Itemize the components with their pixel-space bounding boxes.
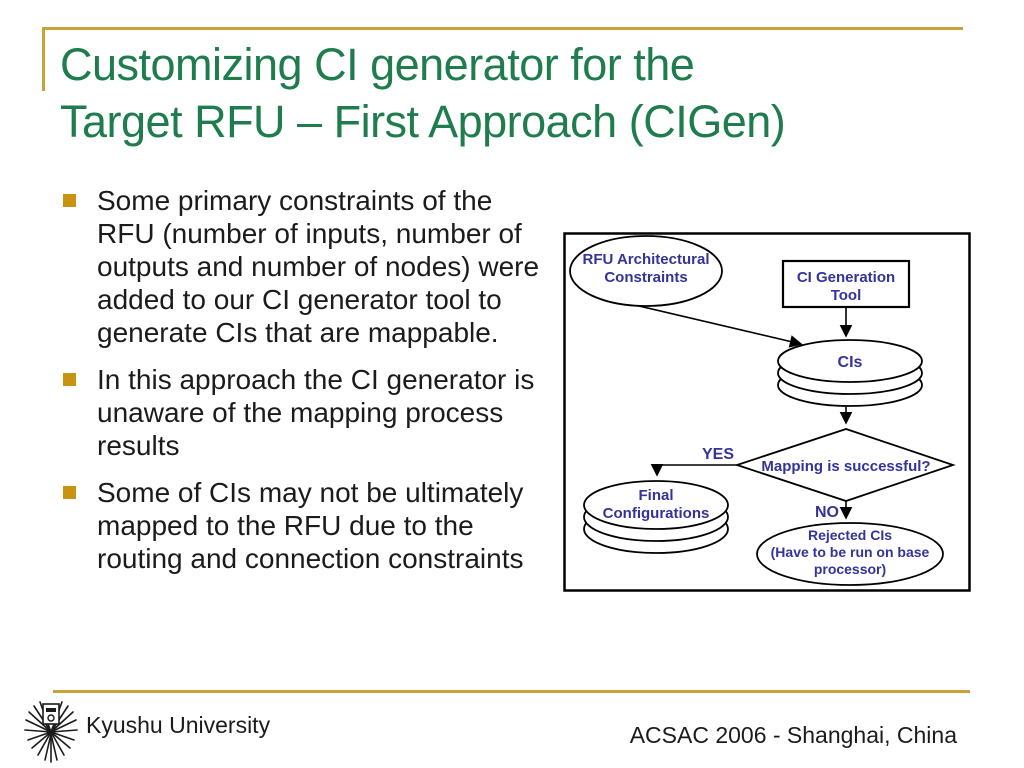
footer-organization-label: Kyushu University <box>86 712 271 738</box>
rfu-constraints-label: Constraints <box>604 269 687 286</box>
cis-label: CIs <box>838 354 863 371</box>
left-gold-rule <box>42 27 45 91</box>
final-configurations-datastore: Final Configurations <box>583 480 729 554</box>
list-item: Some of CIs may not be ultimately mapped… <box>60 476 565 575</box>
rejected-cis-label: (Have to be run on base <box>771 544 930 560</box>
arrow-yes-to-final <box>650 463 737 477</box>
bullet-text: Some primary constraints of the RFU (num… <box>97 185 540 348</box>
final-configurations-label: Final <box>638 487 673 504</box>
rejected-cis-label: processor) <box>814 561 886 577</box>
ci-generation-tool-box <box>781 259 911 309</box>
yes-edge-label: YES <box>702 446 734 463</box>
rejected-cis-ellipse <box>756 522 944 586</box>
arrow-constraints-to-cis <box>634 304 803 348</box>
ci-generation-tool-label: Tool <box>831 287 862 304</box>
diagram-frame <box>563 232 971 592</box>
bullet-list: Some primary constraints of the RFU (num… <box>60 184 565 589</box>
page-title: Customizing CI generator for the Target … <box>60 36 1000 150</box>
page-title-line-2: Target RFU – First Approach (CIGen) <box>60 96 786 147</box>
bullet-marker-icon <box>63 373 76 386</box>
no-edge-label: NO <box>815 504 839 521</box>
cis-datastore: CIs <box>777 339 923 407</box>
footer-gold-rule <box>53 690 970 693</box>
bullet-text: Some of CIs may not be ultimately mapped… <box>97 477 524 574</box>
ci-generation-tool-label: CI Generation <box>797 269 895 286</box>
rfu-constraints-label: RFU Architectural <box>583 251 710 268</box>
cigen-flow-diagram: RFU Architectural Constraints CI Generat… <box>563 232 971 593</box>
bullet-text: In this approach the CI generator is una… <box>97 364 535 461</box>
rejected-cis-label: Rejected CIs <box>808 527 892 543</box>
rfu-constraints-ellipse <box>569 235 723 307</box>
footer-conference-label: ACSAC 2006 - Shanghai, China <box>629 722 957 748</box>
top-gold-rule <box>43 27 963 30</box>
kyushu-university-logo <box>22 698 80 764</box>
mapping-decision-label: Mapping is successful? <box>761 458 930 475</box>
page-title-line-1: Customizing CI generator for the <box>60 39 695 90</box>
mapping-decision-diamond <box>734 428 956 502</box>
final-configurations-label: Configurations <box>603 505 710 522</box>
list-item: In this approach the CI generator is una… <box>60 363 565 462</box>
list-item: Some primary constraints of the RFU (num… <box>60 184 565 349</box>
bullet-marker-icon <box>63 194 76 207</box>
bullet-marker-icon <box>63 486 76 499</box>
